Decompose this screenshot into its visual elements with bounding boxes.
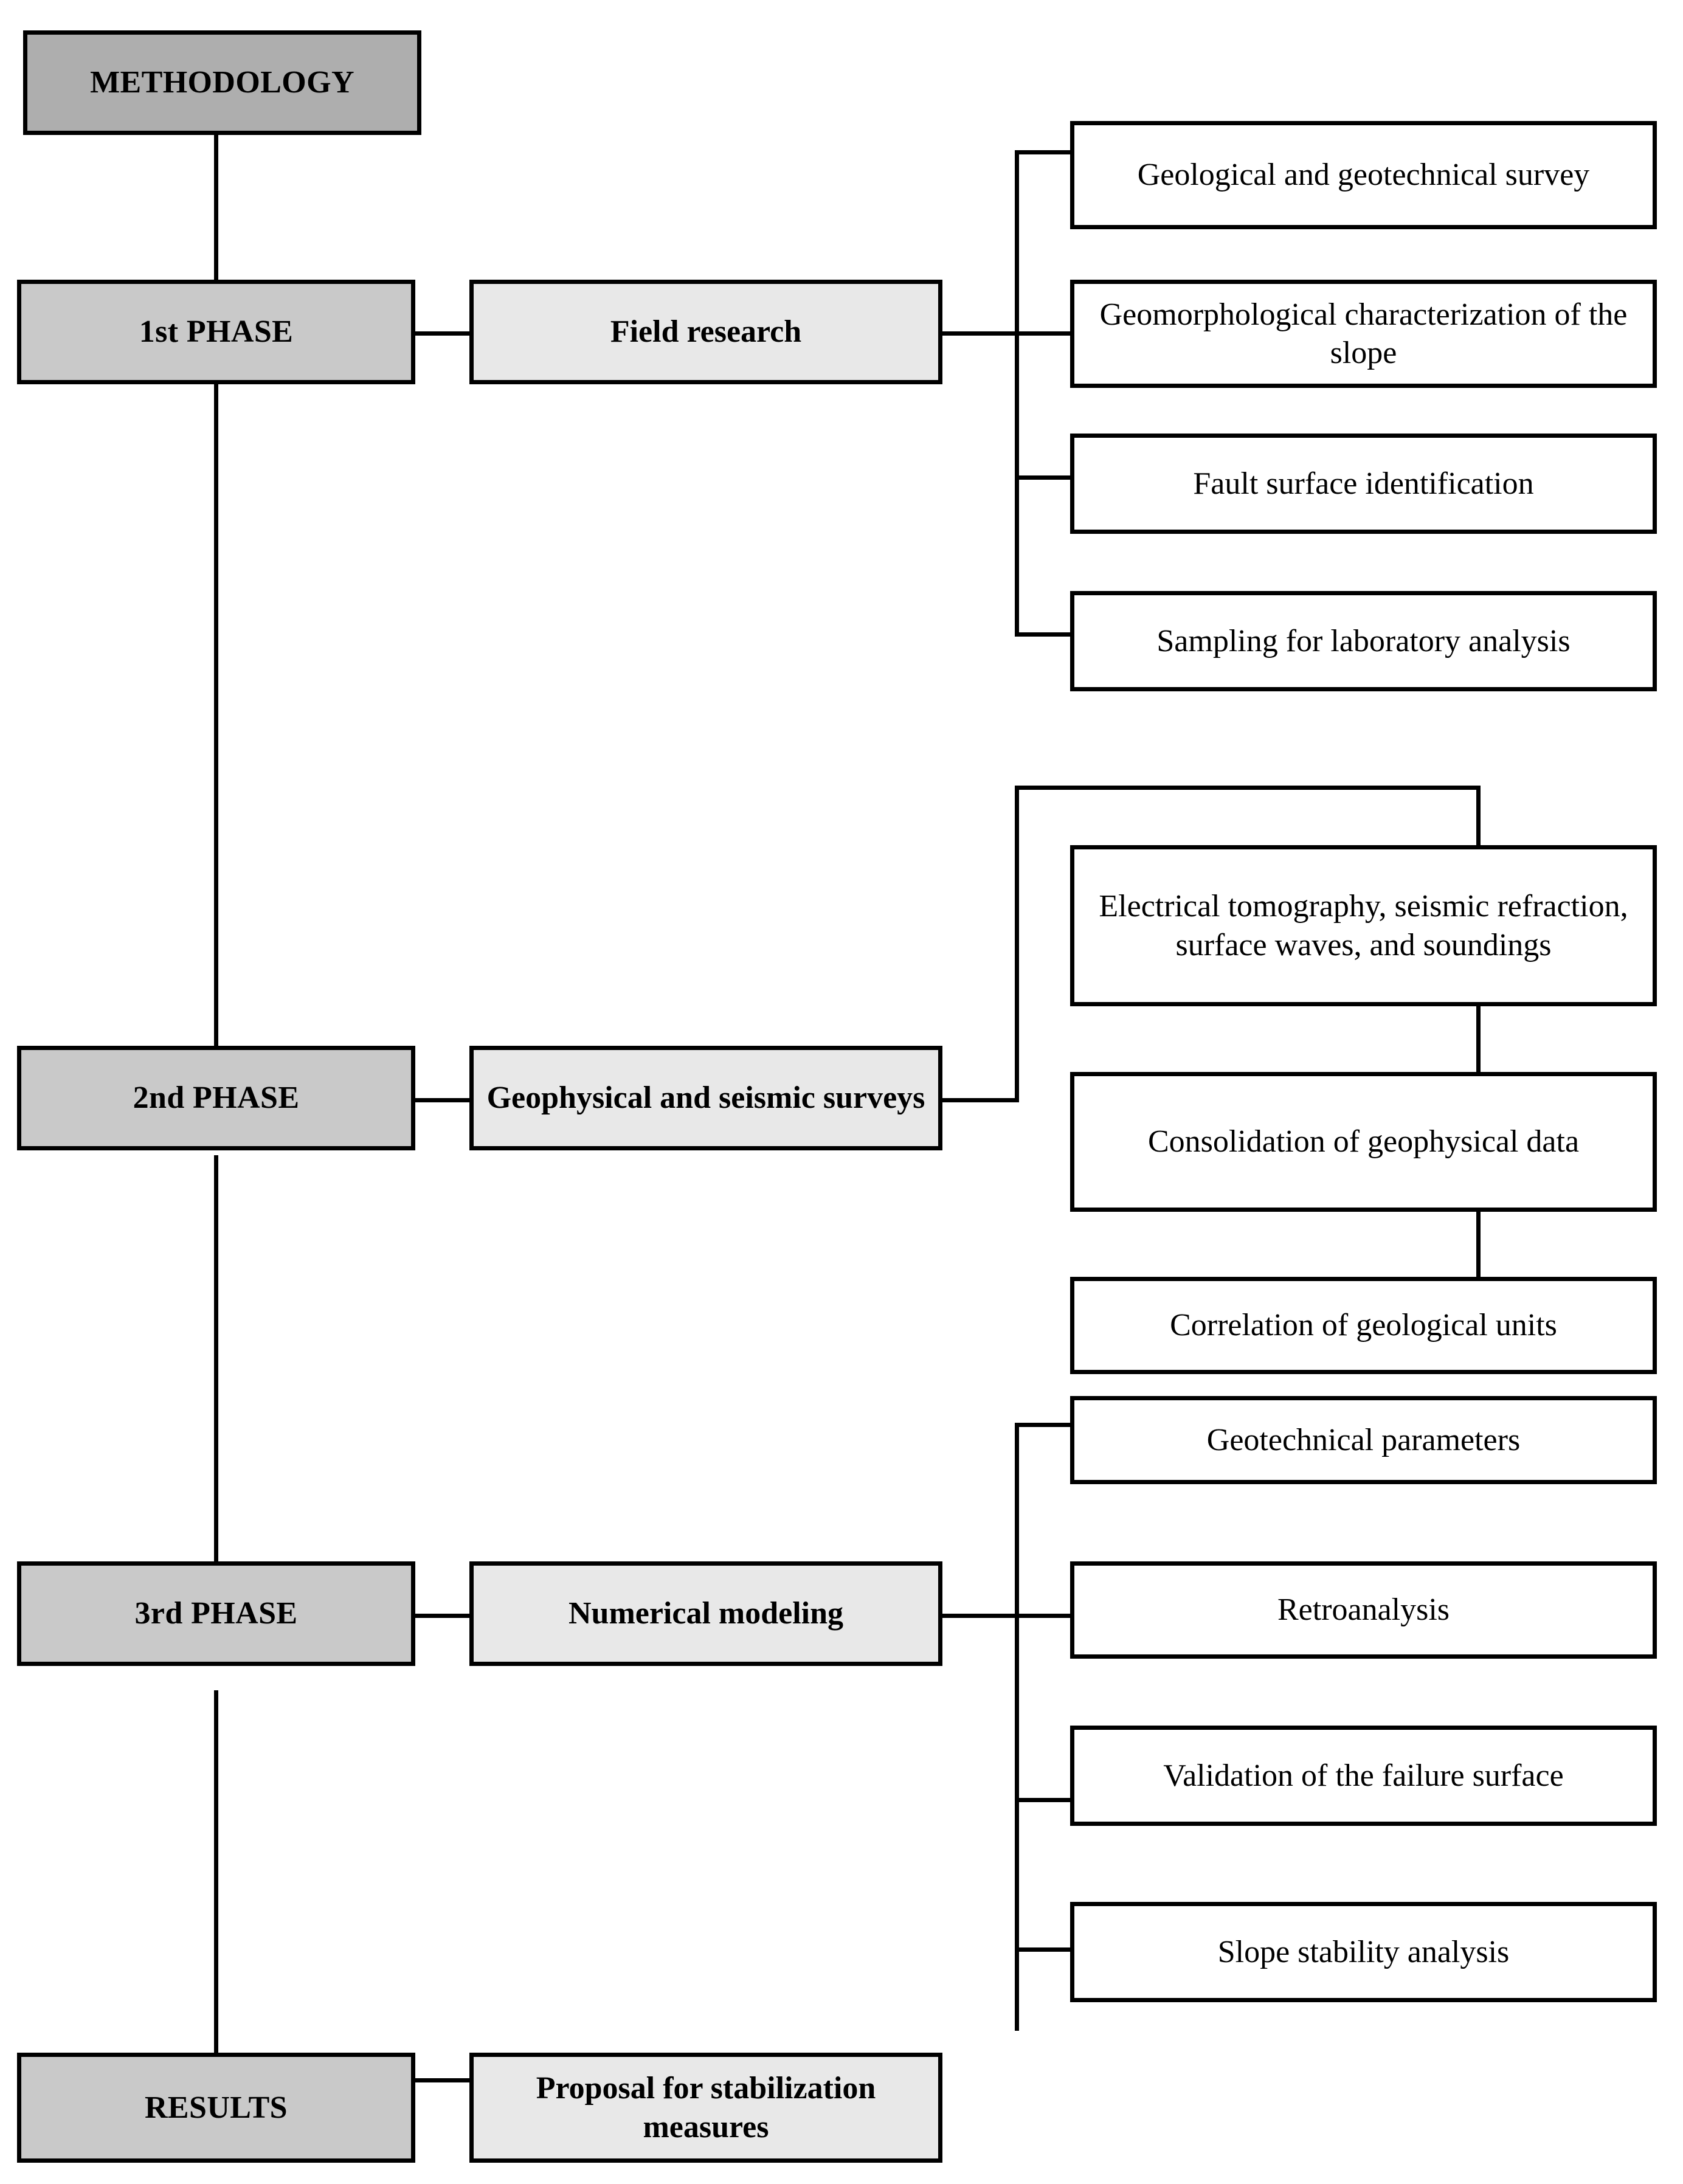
phase1-branch-2 xyxy=(1015,331,1073,336)
phase3-branch-1 xyxy=(1015,1423,1073,1427)
activity-label-3: Numerical modeling xyxy=(568,1596,844,1631)
spine-line-1-to-2 xyxy=(214,383,218,1101)
phase3-branch-2 xyxy=(1015,1614,1073,1618)
spine-line-2-to-3 xyxy=(214,1155,218,1587)
phase2-connector-dropper xyxy=(1476,786,1481,849)
phase-label-2: 2nd PHASE xyxy=(133,1080,300,1116)
task-box-1-4[interactable]: Sampling for laboratory analysis xyxy=(1070,591,1657,691)
phase-box-1[interactable]: 1st PHASE xyxy=(17,280,415,384)
phase1-branch-1 xyxy=(1015,150,1073,154)
phase-label-3: 3rd PHASE xyxy=(134,1596,298,1631)
activity-label-2: Geophysical and seismic surveys xyxy=(486,1080,925,1116)
activity-box-3[interactable]: Numerical modeling xyxy=(469,1561,942,1666)
phase2-connector-riser xyxy=(1015,786,1019,1102)
phase2-connector-stem xyxy=(940,1098,1019,1102)
task-box-2-2[interactable]: Consolidation of geophysical data xyxy=(1070,1072,1657,1212)
results-label: RESULTS xyxy=(144,2090,288,2125)
phase3-bracket-stem xyxy=(940,1614,1019,1618)
task-label-2-2: Consolidation of geophysical data xyxy=(1147,1124,1580,1159)
task-label-1-3: Fault surface identification xyxy=(1193,466,1534,501)
link-results-to-proposal xyxy=(412,2078,473,2082)
proposal-box[interactable]: Proposal for stabilization measures xyxy=(469,2053,942,2163)
task-box-2-3[interactable]: Correlation of geological units xyxy=(1070,1277,1657,1374)
task-label-2-1: Electrical tomography, seismic refractio… xyxy=(1099,889,1628,962)
task-label-3-1: Geotechnical parameters xyxy=(1206,1422,1521,1457)
task-box-1-1[interactable]: Geological and geotechnical survey xyxy=(1070,121,1657,229)
phase2-chain-link-2 xyxy=(1476,1209,1481,1282)
task-label-3-4: Slope stability analysis xyxy=(1217,1934,1510,1969)
phase3-branch-3 xyxy=(1015,1798,1073,1802)
task-label-3-3: Validation of the failure surface xyxy=(1163,1758,1564,1793)
proposal-label: Proposal for stabilization measures xyxy=(536,2071,876,2144)
phase2-connector-top-run xyxy=(1015,786,1481,790)
link-phase1-to-activity1 xyxy=(412,331,473,336)
phase1-bracket-stem xyxy=(940,331,1019,336)
task-box-3-1[interactable]: Geotechnical parameters xyxy=(1070,1396,1657,1484)
spine-line-3-to-results xyxy=(214,1690,218,2061)
phase1-branch-3 xyxy=(1015,475,1073,480)
link-phase3-to-activity3 xyxy=(412,1614,473,1618)
phase1-bracket-trunk xyxy=(1015,150,1019,637)
activity-label-1: Field research xyxy=(610,314,802,350)
task-box-3-3[interactable]: Validation of the failure surface xyxy=(1070,1726,1657,1826)
phase3-branch-4 xyxy=(1015,1947,1073,1952)
phase2-chain-link-1 xyxy=(1476,1003,1481,1076)
results-box[interactable]: RESULTS xyxy=(17,2053,415,2163)
activity-box-2[interactable]: Geophysical and seismic surveys xyxy=(469,1046,942,1150)
task-label-2-3: Correlation of geological units xyxy=(1170,1308,1557,1343)
phase-label-1: 1st PHASE xyxy=(139,314,294,350)
task-label-1-4: Sampling for laboratory analysis xyxy=(1156,623,1571,658)
methodology-title-label: METHODOLOGY xyxy=(90,65,354,100)
task-box-1-2[interactable]: Geomorphological characterization of the… xyxy=(1070,280,1657,388)
phase1-branch-4 xyxy=(1015,632,1073,637)
task-box-3-2[interactable]: Retroanalysis xyxy=(1070,1561,1657,1659)
task-box-3-4[interactable]: Slope stability analysis xyxy=(1070,1902,1657,2002)
task-box-2-1[interactable]: Electrical tomography, seismic refractio… xyxy=(1070,845,1657,1006)
phase3-bracket-trunk xyxy=(1015,1423,1019,2031)
phase-box-3[interactable]: 3rd PHASE xyxy=(17,1561,415,1666)
link-phase2-to-activity2 xyxy=(412,1098,473,1102)
phase-box-2[interactable]: 2nd PHASE xyxy=(17,1046,415,1150)
activity-box-1[interactable]: Field research xyxy=(469,280,942,384)
methodology-title-box[interactable]: METHODOLOGY xyxy=(23,30,421,135)
task-label-1-2: Geomorphological characterization of the… xyxy=(1099,297,1628,370)
task-label-1-1: Geological and geotechnical survey xyxy=(1137,157,1590,193)
spine-line-top xyxy=(214,134,218,283)
task-box-1-3[interactable]: Fault surface identification xyxy=(1070,434,1657,534)
task-label-3-2: Retroanalysis xyxy=(1277,1592,1450,1628)
